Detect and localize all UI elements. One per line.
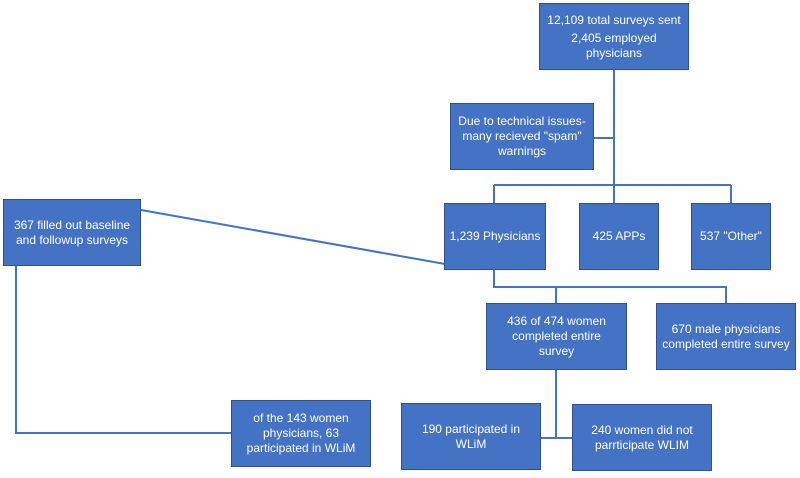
male-completed-label: 670 male physicians completed entire sur…	[662, 321, 790, 351]
connector-physicians-split	[493, 270, 727, 303]
women-completed-box: 436 of 474 women completed entire survey	[486, 303, 627, 370]
connector-baseline-143	[15, 266, 231, 434]
not-participate-wlim-box: 240 women did not parrticipate WLIM	[572, 404, 712, 471]
apps-label: 425 APPs	[592, 229, 646, 243]
connector-baseline-physicians	[140, 209, 446, 265]
total-surveys-box: 12,109 total surveys sent 2,405 employed…	[539, 3, 689, 70]
women-143-label: of the 143 women physicians, 63 particip…	[246, 411, 356, 455]
apps-box: 425 APPs	[579, 203, 659, 270]
women-143-box: of the 143 women physicians, 63 particip…	[231, 400, 371, 467]
baseline-followup-box: 367 filled out baseline and followup sur…	[3, 199, 141, 266]
male-completed-box: 670 male physicians completed entire sur…	[656, 303, 796, 370]
participated-wlim-box: 190 participated in WLiM	[401, 403, 541, 470]
baseline-followup-label: 367 filled out baseline and followup sur…	[13, 217, 131, 247]
total-surveys-label: 12,109 total surveys sent	[547, 12, 681, 27]
women-completed-label: 436 of 474 women completed entire survey	[507, 314, 606, 358]
other-box: 537 "Other"	[691, 203, 771, 270]
not-participate-wlim-label: 240 women did not parrticipate WLIM	[591, 422, 693, 452]
physicians-label: 1,239 Physicians	[449, 229, 541, 243]
technical-issues-box: Due to technical issues- many recieved "…	[450, 103, 594, 170]
technical-issues-label: Due to technical issues- many recieved "…	[458, 114, 586, 158]
physicians-box: 1,239 Physicians	[444, 203, 546, 270]
other-label: 537 "Other"	[700, 229, 762, 243]
participated-wlim-label: 190 participated in WLiM	[421, 421, 521, 451]
employed-physicians-label: 2,405 employed physicians	[571, 30, 657, 60]
